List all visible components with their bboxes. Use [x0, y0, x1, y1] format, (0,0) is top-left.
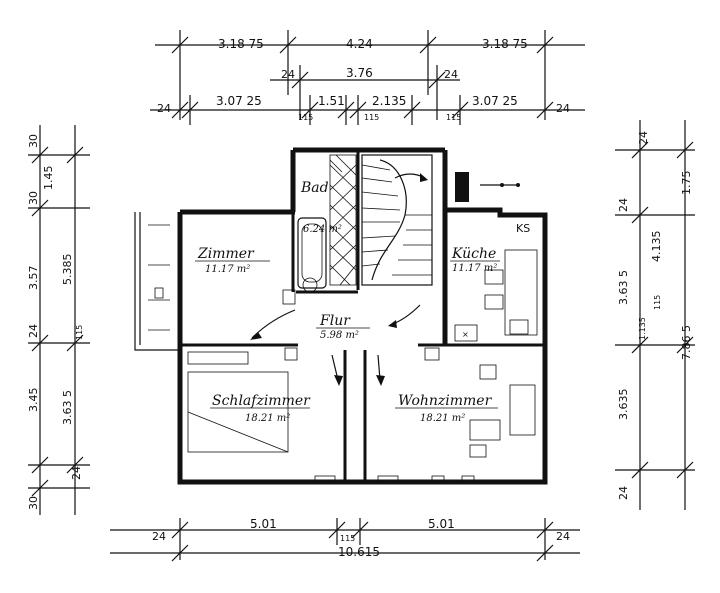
dim-right-3635-top: 3.63 5: [617, 270, 630, 305]
room-name-bad: Bad: [300, 180, 329, 196]
room-area-zimmer: 11.17 m²: [205, 264, 250, 275]
hatched-wall: [329, 154, 357, 286]
windows: [314, 475, 475, 485]
kitchen-fixtures: ×: [454, 249, 538, 342]
dim-top-115-a: 115: [298, 113, 313, 122]
svg-text:×: ×: [462, 330, 469, 339]
dim-bottom-24-left: 24: [152, 530, 166, 543]
dim-left-357: 3.57: [27, 266, 40, 291]
building-walls: [134, 147, 548, 485]
room-name-wohnzimmer: Wohnzimmer: [398, 393, 493, 409]
dim-bottom-501-right: 5.01: [428, 517, 455, 531]
dim-top-left: 3.18 75: [218, 37, 264, 51]
dim-bottom-501-left: 5.01: [250, 517, 277, 531]
dim-left-345: 3.45: [27, 388, 40, 413]
top-dimension-chains: 3.18 75 4.24 3.18 75 24 3.76 24 24 3.07 …: [150, 30, 585, 125]
dim-bottom-24-right: 24: [556, 530, 570, 543]
dim-top-right: 3.18 75: [482, 37, 528, 51]
room-area-kueche: 11.17 m²: [452, 263, 497, 274]
bedroom-fixtures: [187, 347, 298, 453]
room-labels: Zimmer 11.17 m² Bad 6.24 m² Küche 11.17 …: [195, 180, 530, 424]
dim-left-30-mid: 30: [27, 191, 40, 205]
dim-right-24-top: 24: [637, 131, 650, 145]
dim-top-row3-307-left: 3.07 25: [216, 94, 262, 108]
bathroom-fixtures: [282, 217, 327, 305]
chimney: [455, 172, 469, 202]
dim-right-24-mid: 24: [617, 198, 630, 212]
room-area-bad: 6.24 m²: [303, 224, 342, 235]
dim-top-376: 3.76: [346, 66, 373, 80]
door-swings: [250, 173, 428, 386]
bottom-dimension-chains: 24 5.01 115 5.01 24 10.615: [110, 517, 580, 562]
dim-top-row3-24-right: 24: [556, 102, 570, 115]
dim-left-24: 24: [27, 324, 40, 338]
staircase: [361, 154, 433, 286]
dim-bottom-115: 115: [340, 534, 355, 543]
dim-left-145: 1.45: [42, 166, 55, 191]
dim-left-115: 115: [75, 325, 84, 340]
dim-right-24-bottom: 24: [617, 486, 630, 500]
dim-left-3635: 3.63 5: [61, 390, 74, 425]
dim-top-24-right: 24: [444, 68, 458, 81]
annotation-ks: KS: [516, 222, 530, 235]
livingroom-fixtures: [424, 347, 536, 458]
dim-top-row3-24-left: 24: [157, 102, 171, 115]
dim-right-3635-bottom: 3.635: [617, 389, 630, 421]
dim-top-center: 4.24: [346, 37, 373, 51]
dim-right-115: 115: [653, 295, 662, 310]
dim-top-24-left: 24: [281, 68, 295, 81]
dim-top-115-c: 115: [446, 113, 461, 122]
dim-top-row3-2135: 2.135: [372, 94, 406, 108]
room-name-zimmer: Zimmer: [197, 246, 255, 262]
dim-right-4135: 4.135: [650, 231, 663, 263]
room-name-flur: Flur: [319, 313, 351, 329]
room-area-wohnzimmer: 18.21 m²: [420, 413, 465, 424]
dim-right-1135: 1.135: [638, 317, 647, 340]
dim-left-30-bottom: 30: [27, 496, 40, 510]
room-name-kueche: Küche: [451, 246, 496, 262]
right-dimension-chains: 24 1.75 24 4.135 3.63 5 115 1.135 7.86 5…: [615, 120, 695, 510]
dim-right-175: 1.75: [680, 171, 693, 196]
room-area-flur: 5.98 m²: [320, 330, 359, 341]
dim-left-30-top: 30: [27, 134, 40, 148]
dim-right-7865: 7.86 5: [680, 325, 693, 360]
dim-left-24-bottom: 24: [70, 466, 83, 480]
dim-top-row3-307-right: 3.07 25: [472, 94, 518, 108]
room-area-schlafzimmer: 18.21 m²: [245, 413, 290, 424]
left-dimension-chains: 30 1.45 30 3.57 5.385 24 115 3.45 3.63 5…: [27, 125, 90, 515]
dim-left-5385: 5.385: [61, 254, 74, 286]
dim-top-row3-151: 1.51: [318, 94, 345, 108]
dim-top-115-b: 115: [364, 113, 379, 122]
room-name-schlafzimmer: Schlafzimmer: [212, 393, 311, 409]
dim-bottom-total: 10.615: [338, 545, 380, 559]
